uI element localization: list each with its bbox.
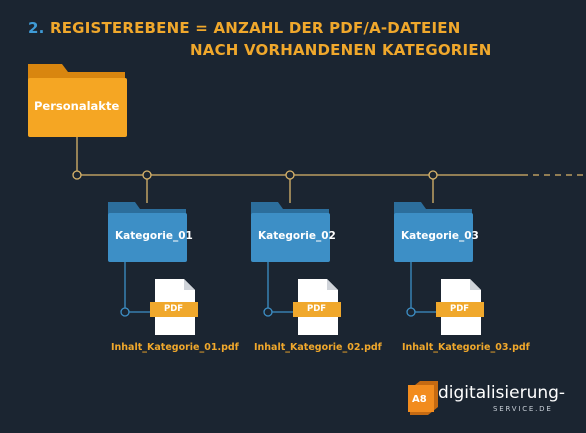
diagram-title-line-2: NACH VORHANDENEN KATEGORIEN — [190, 41, 492, 59]
node-2 — [285, 170, 295, 180]
file-node-3 — [406, 307, 416, 317]
file-connector-1 — [124, 262, 150, 313]
file-connector-3 — [410, 262, 436, 313]
folder-icon-3 — [394, 202, 473, 262]
title-number: 2. — [28, 19, 45, 37]
logo-wordmark: digitalisierung- — [438, 383, 566, 403]
pdf-tag-2: PDF — [307, 304, 327, 314]
file-node-1 — [120, 307, 130, 317]
file-label-1: Inhalt_Kategorie_01.pdf — [111, 342, 239, 353]
node-3 — [428, 170, 438, 180]
logo-mark-icon — [408, 381, 438, 415]
file-label-2: Inhalt_Kategorie_02.pdf — [254, 342, 382, 353]
node-1 — [142, 170, 152, 180]
root-folder-icon — [28, 64, 127, 137]
logo-badge: A8 — [412, 394, 427, 405]
timeline-nodes — [72, 170, 438, 180]
pdf-file-icon-2 — [293, 279, 341, 335]
connector-lines — [76, 137, 586, 203]
folder-icon-1 — [108, 202, 187, 262]
root-folder-label: Personalakte — [34, 99, 120, 113]
title-text-1: REGISTEREBENE = ANZAHL DER PDF/A-DATEIEN — [49, 19, 461, 37]
logo-subtext: SERVICE.DE — [493, 405, 553, 413]
folder-label-2: Kategorie_02 — [258, 230, 336, 242]
pdf-file-icon-1 — [150, 279, 198, 335]
file-label-3: Inhalt_Kategorie_03.pdf — [402, 342, 530, 353]
pdf-file-icon-3 — [436, 279, 484, 335]
node-root — [72, 170, 82, 180]
pdf-tag-3: PDF — [450, 304, 470, 314]
pdf-tag-1: PDF — [164, 304, 184, 314]
diagram-title-line-1: 2. REGISTEREBENE = ANZAHL DER PDF/A-DATE… — [28, 19, 460, 37]
file-node-2 — [263, 307, 273, 317]
folder-icon-2 — [251, 202, 330, 262]
file-nodes — [120, 307, 416, 317]
file-connector-2 — [267, 262, 293, 313]
folder-label-3: Kategorie_03 — [401, 230, 479, 242]
folder-label-1: Kategorie_01 — [115, 230, 193, 242]
